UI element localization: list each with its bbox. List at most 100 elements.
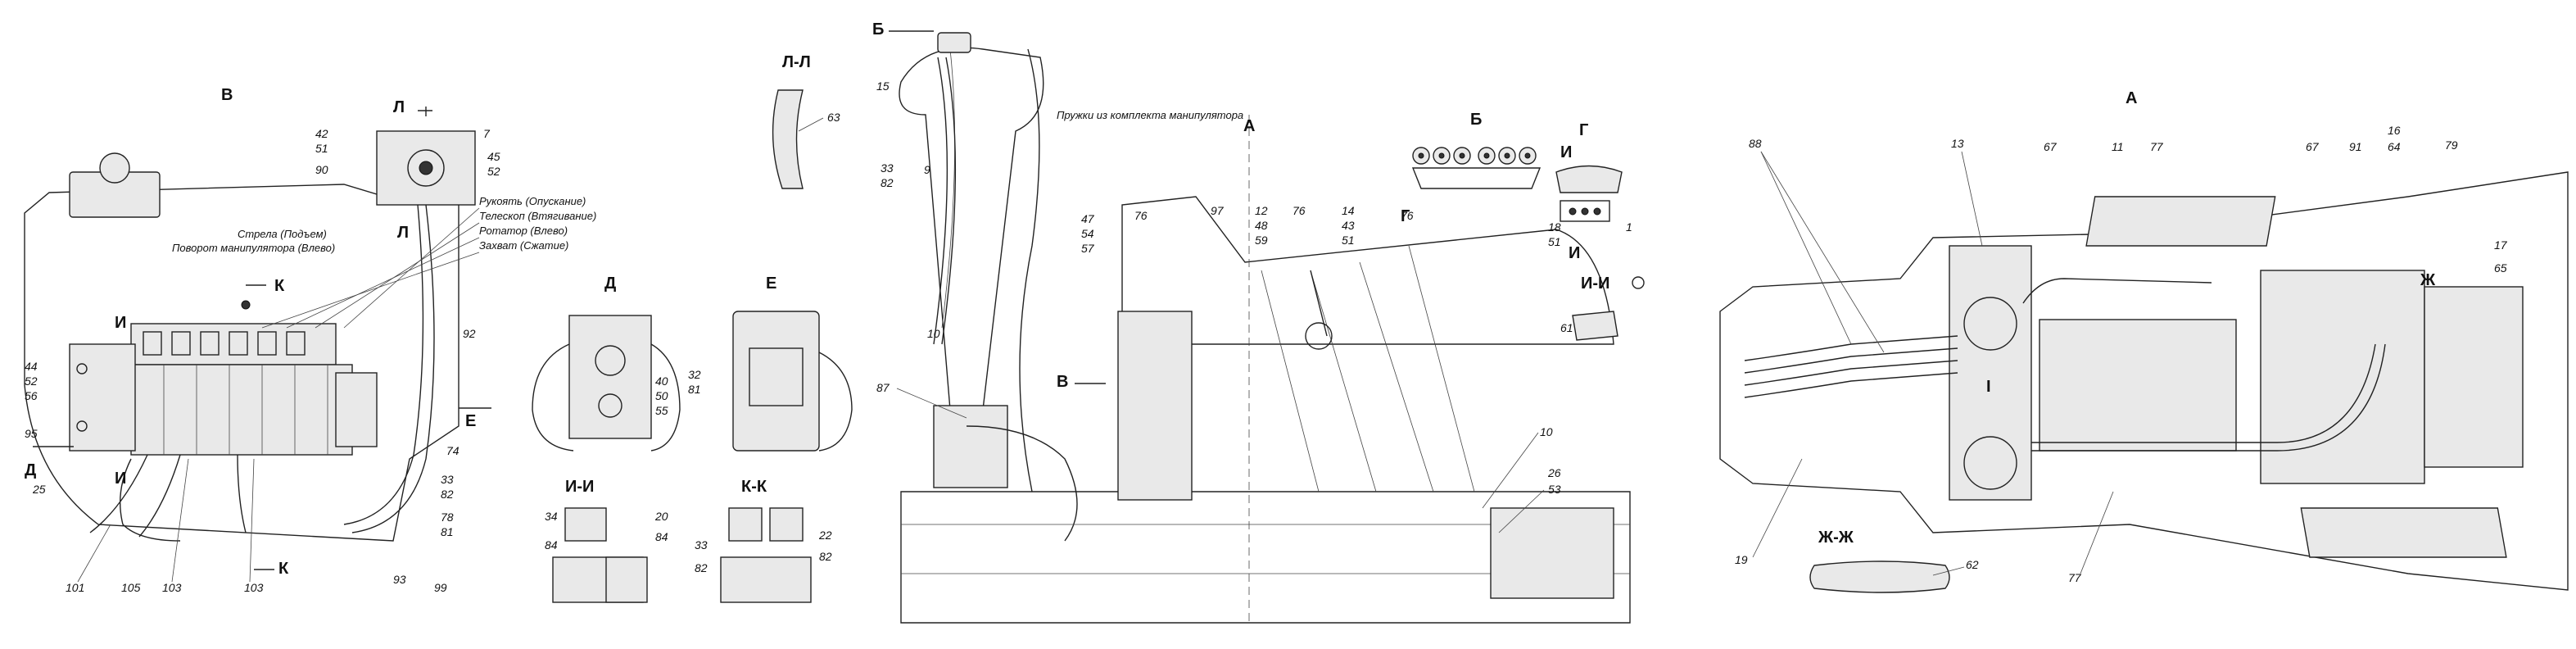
long-pipe [2031,343,2376,443]
num-10b: 10 [1540,425,1553,438]
num-10: 10 [927,327,940,340]
chassis-frame [900,491,1631,624]
mark-V-arrow: В [1057,373,1068,391]
E-plate [749,347,804,406]
num-67b: 67 [2306,140,2320,153]
crane-boom [899,47,1044,411]
num-105: 105 [121,581,141,594]
hose-main-1 [351,204,435,533]
num-65: 65 [2494,261,2507,275]
hose-center [237,454,247,533]
caption-rukoyat: Рукоять (Опускание) [479,195,586,207]
rear-valve-stack [1117,311,1193,501]
front-block [1490,507,1614,599]
num-13: 13 [1951,137,1964,150]
hose-loop [120,458,181,542]
caption-rotator: Ротатор (Влево) [479,225,568,237]
num-53: 53 [1548,483,1561,496]
num-82: 82 [441,488,454,501]
D-valve-body [568,315,652,439]
num-78: 78 [441,511,454,524]
num-18: 18 [1548,220,1561,234]
truck-cabin [1121,196,1614,345]
mark-I-bottom: И [115,470,126,488]
num-91: 91 [2349,140,2362,153]
num-82c: 82 [819,550,832,563]
caption-teleskop: Телескоп (Втягивание) [479,210,596,222]
num-44: 44 [25,360,38,373]
view-G-title: Г [1579,121,1588,139]
mark-A: А [1243,117,1255,135]
note-hoses: Пружки из комплекта манипулятора [1057,109,1243,121]
num-63: 63 [827,111,840,124]
cab-top [2260,270,2425,484]
top-fender [2085,196,2276,247]
view-D: Д 40 50 55 [532,275,681,452]
boom-hose-2 [941,57,957,345]
view-KK-title: К-К [741,478,767,496]
mark-D: Д [25,461,36,479]
view-v-control-panel: В Стрела (Подъем) Поворот манипулятора (… [24,86,596,594]
view-LL: Л-Л 63 [772,53,840,189]
crane-column [933,405,1008,488]
num-7: 7 [483,127,491,140]
num-25: 25 [32,483,46,496]
caption-zakhvat: Захват (Сжатие) [479,239,568,252]
num-33c: 33 [881,161,894,175]
crane-base-plate [1949,245,2032,501]
hose-bundle [1744,335,1958,398]
num-11: 11 [2112,140,2124,153]
view-II-small: И-И 61 [1560,275,1645,341]
num-22: 22 [818,529,832,542]
B-fittings-row [1412,147,1537,165]
front-module [2424,286,2524,468]
num-15: 15 [876,79,890,93]
central-side-view: Б В А Г Пружки из комплекта манипулятора… [872,20,1631,624]
num-101: 101 [66,581,84,594]
slew-ring-bottom [1963,436,2017,490]
view-E: Е 32 81 [688,275,853,452]
lever-row [143,331,306,356]
boom-hose-1 [933,57,948,345]
num-64: 64 [2388,140,2401,153]
E-hose [818,352,853,452]
top-valve-port [407,149,445,187]
num-93: 93 [393,573,406,586]
num-76: 76 [1134,209,1148,222]
view-ZhZh-title: Ж-Ж [1818,529,1854,547]
num-76b: 76 [1293,204,1306,217]
num-32: 32 [688,368,701,381]
boom-long-hose [1019,48,1040,492]
num-51c: 51 [1548,235,1561,248]
num-76c: 76 [1401,209,1414,222]
num-52: 52 [487,165,500,178]
num-14: 14 [1342,204,1355,217]
num-95: 95 [25,427,38,440]
num-9: 9 [924,163,930,176]
view-LL-title: Л-Л [782,53,811,71]
num-45: 45 [487,150,500,163]
ZhZh-clamp [1809,560,1950,593]
num-52b: 52 [25,374,38,388]
num-48: 48 [1255,219,1268,232]
view-II: И-И 34 84 20 84 [545,478,668,603]
num-74: 74 [446,444,460,457]
view-II2-title: И-И [1581,275,1609,293]
view-B-title: Б [1470,111,1482,129]
hose-main-2 [343,204,424,525]
num-43: 43 [1342,219,1355,232]
G-cover [1555,165,1623,193]
num-99: 99 [434,581,447,594]
view-ZhZh: Ж-Ж 62 [1809,529,1979,593]
engine-block [2039,319,2237,452]
joystick-base [1305,322,1333,350]
E-bracket-body [732,311,820,452]
num-77b: 77 [2068,571,2082,584]
view-v-title: В [221,86,233,104]
num-51: 51 [315,142,328,155]
view-B-detail: Б [1411,111,1542,189]
mark-L-top: Л [393,98,405,116]
num-92: 92 [463,327,476,340]
num-57: 57 [1081,242,1095,255]
